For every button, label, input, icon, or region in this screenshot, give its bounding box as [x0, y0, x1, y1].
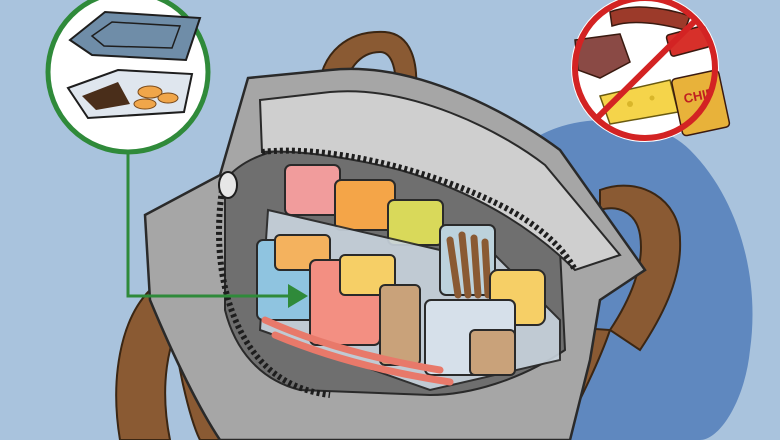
tray-food-orange-2 [157, 92, 179, 104]
cheese-hole-1 [627, 101, 633, 107]
bacon-strips [261, 316, 454, 386]
container-yellow-back [387, 199, 444, 246]
tray-food-orange-1 [137, 85, 163, 99]
no-symbol-ring [572, 0, 718, 141]
container-lid-inner [90, 21, 182, 49]
container-tan [379, 284, 421, 366]
arrow-line [126, 150, 290, 298]
no-symbol-slash [592, 15, 701, 123]
cheese-hole-2 [649, 95, 655, 101]
bad-food-callout: CHIP [571, 0, 731, 142]
bacon-icon [609, 6, 691, 31]
container-pink-back [284, 164, 341, 216]
container-yellow-front [339, 254, 396, 296]
arrow-head [288, 284, 308, 308]
jerky-strips [446, 231, 492, 299]
zipper-pull [218, 171, 238, 199]
container-orange-back [334, 179, 396, 231]
tray-food-orange-3 [133, 98, 157, 110]
tray-food-dark [82, 82, 130, 110]
zipper-side [216, 189, 331, 398]
bread [469, 329, 516, 376]
good-food-callout [45, 0, 211, 155]
